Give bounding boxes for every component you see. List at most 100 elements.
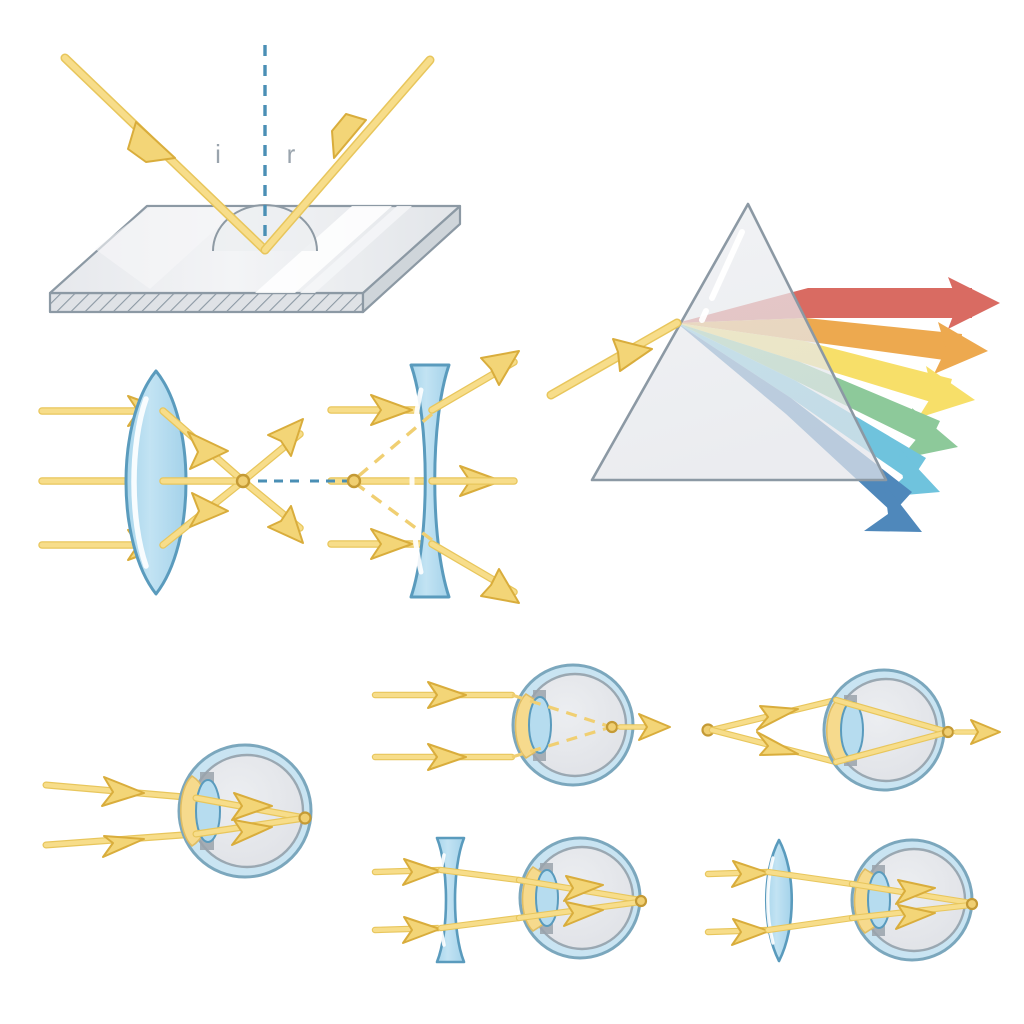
eye-convex-mid-ray-2	[765, 915, 855, 933]
eye-near-ray-1-arrow	[756, 705, 799, 731]
eye-concave-mid-rays	[437, 866, 523, 932]
concave-ray-3-arrow	[370, 528, 413, 560]
convex-lens-highlight	[131, 396, 149, 569]
eye-convex-corrective-lens-highlight	[766, 856, 775, 945]
eye-convex-retinal-focus-point	[965, 897, 979, 911]
concave-virtual-rays	[353, 412, 434, 542]
eye-concave-corrective-lens	[435, 836, 466, 964]
convex-ray-1-out-arrow	[187, 431, 229, 470]
prism	[590, 202, 888, 482]
mirror-highlight-band-1	[255, 206, 392, 293]
eye-near-internal-rays	[832, 696, 1001, 766]
concave-lens-highlight	[409, 387, 424, 575]
eye-hyperopia-focus-point	[605, 720, 619, 734]
eye-concave-retinal-focus-point	[634, 894, 648, 908]
reflected-ray	[260, 55, 435, 255]
concave-virtual-focal-point	[346, 473, 362, 489]
convex-refracted-rays	[159, 407, 247, 549]
eye-near-internal-ray-1	[833, 697, 947, 734]
eye-normal-ray-2-internal-arrow	[231, 819, 273, 846]
eye-near-focus-point	[941, 725, 955, 739]
eye-concave-ray-2-arrow	[402, 916, 441, 944]
eye-hyperopia-dashed-ray-2	[511, 726, 609, 759]
concave-virtual-ray-upper	[353, 412, 434, 481]
eye-hyperopia-dashed-ray-1	[511, 693, 609, 728]
reflected-ray-core	[262, 57, 433, 253]
eye-concave-internal-ray-1-arrow	[563, 875, 604, 902]
prism-incident-arrowhead	[612, 338, 653, 372]
convex-ray-3-out-arrow	[189, 492, 229, 528]
eye-concave-ray-1-arrow	[402, 858, 441, 886]
eye-convex-internal-rays	[848, 879, 979, 930]
eye-hyperopia-virtual-rays	[511, 693, 671, 759]
eye-concave-incoming-rays	[371, 858, 445, 944]
eye-hyperopia-incoming-rays	[371, 681, 516, 771]
eye-concave-internal-ray-2-arrow	[563, 901, 604, 927]
prism-highlight-long	[709, 229, 745, 301]
eye-normal-retinal-focus-point	[298, 811, 312, 825]
panel-eye-normal	[42, 743, 313, 879]
convex-post-focus-rays	[239, 418, 304, 544]
prism-triangle	[590, 202, 888, 482]
convex-post-ray-up-arrow	[267, 418, 304, 457]
eye-concave-mid-ray-2	[438, 915, 522, 931]
prism-incident-ray	[546, 318, 682, 400]
convex-focal-point	[235, 473, 251, 489]
mirror-edge-hatched	[48, 291, 365, 314]
eye-convex-ray-2-arrow	[731, 918, 770, 946]
prism-incident-ray-core	[548, 320, 680, 398]
eye-convex-incoming-rays	[704, 860, 772, 946]
eye-near-source-rays	[701, 696, 840, 766]
eye-near-focus-arrowhead	[970, 719, 1001, 745]
eye-near-ray-2-arrow	[756, 731, 799, 756]
eye-concave-internal-rays	[515, 875, 648, 927]
convex-post-ray-down-arrow	[267, 505, 304, 544]
spectrum-arrow-blue	[864, 483, 922, 532]
panel-eye-concave-correction	[371, 836, 648, 964]
panel-eye-near-object	[701, 668, 1001, 792]
eye-hyperopia-eyeball	[511, 663, 635, 787]
eye-normal-ray-2-arrow	[102, 835, 145, 858]
eye-normal-ray-1-arrow	[101, 776, 145, 807]
concave-ray-1-out-arrow	[480, 350, 520, 386]
eye-convex-internal-ray-1-arrow	[895, 879, 936, 905]
spectrum-arrow-yellow	[918, 366, 975, 418]
panel-reflection: i r	[48, 45, 462, 314]
eye-convex-lens	[867, 871, 891, 929]
concave-refracted-rays	[428, 350, 520, 604]
eye-convex-mid-ray-1	[765, 869, 855, 887]
eye-convex-ray-1-arrow	[731, 860, 770, 888]
eye-normal-ray-1-internal-arrow	[231, 792, 273, 821]
mirror-slab	[48, 204, 462, 314]
eye-near-eyeball	[822, 668, 946, 792]
incident-ray	[60, 53, 270, 255]
panel-eye-hyperopia	[371, 663, 671, 787]
mirror-highlight-band-2	[300, 206, 412, 293]
eye-hyperopia-focus-arrowhead	[638, 713, 671, 741]
eye-normal-incoming-rays	[42, 776, 200, 858]
eye-convex-internal-ray-2-arrow	[895, 904, 936, 930]
spectrum-arrow-green	[900, 408, 958, 459]
label-angle-incidence: i	[215, 139, 221, 169]
label-angle-reflection: r	[287, 139, 296, 169]
concave-ray-3-out-arrow	[480, 568, 520, 604]
spectrum-arrow-red	[948, 277, 1000, 329]
panel-convex-lens	[38, 369, 304, 596]
panel-prism-dispersion	[546, 202, 1000, 532]
incident-ray-arrowhead	[127, 121, 176, 163]
reflected-ray-arrowhead	[331, 113, 367, 159]
panel-concave-lens	[310, 350, 520, 604]
concave-ray-1-arrow	[370, 394, 413, 426]
eye-convex-mid-rays	[764, 868, 856, 934]
panel-eye-convex-correction	[704, 838, 979, 963]
eye-hyperopia-lens	[528, 696, 552, 754]
eye-near-lens	[840, 701, 864, 759]
eye-normal-internal-rays	[192, 792, 312, 846]
eye-hyperopia-ray-1-arrow	[427, 681, 467, 709]
eye-concave-corrective-lens-highlight	[436, 853, 446, 947]
mirror-highlight-band-3	[95, 207, 240, 289]
spectrum-arrow-orange	[934, 322, 988, 374]
eye-hyperopia-ray-2-arrow	[427, 743, 467, 771]
eye-normal-lens	[195, 779, 221, 843]
